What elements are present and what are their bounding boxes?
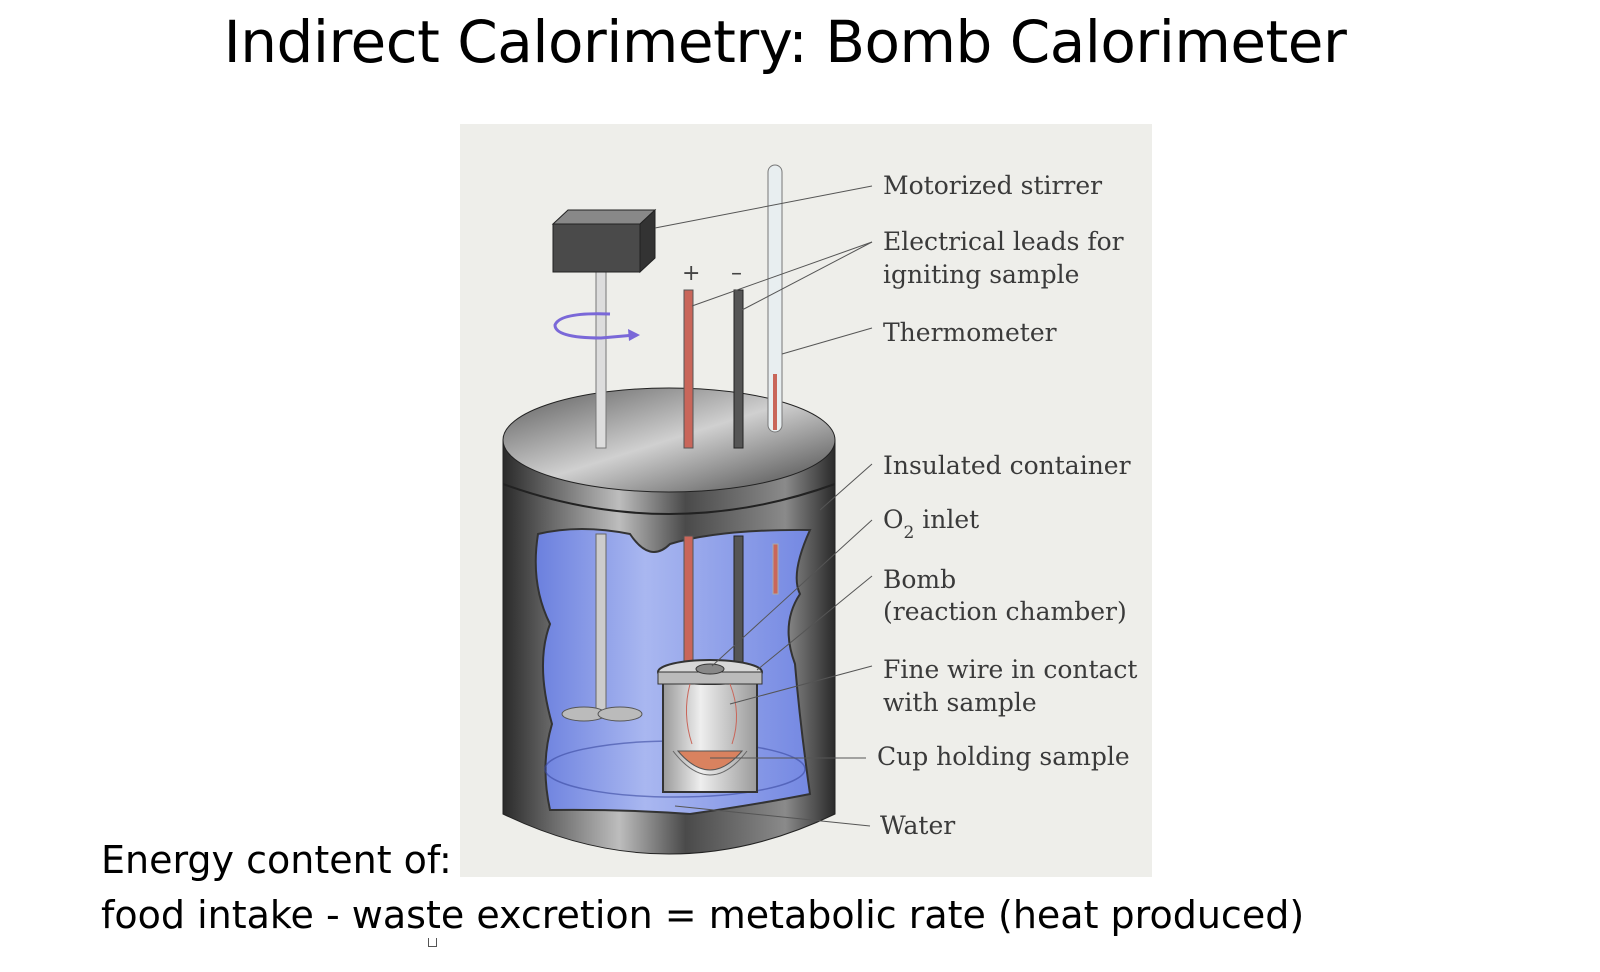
text-cursor-icon bbox=[428, 938, 437, 947]
bomb-calorimeter-diagram: + – Motorized stirrer Electrical leads f… bbox=[460, 124, 1152, 877]
label-motorized-stirrer: Motorized stirrer bbox=[883, 171, 1102, 200]
motorized-stirrer bbox=[551, 208, 657, 722]
caption-line-2: food intake - waste excretion = metaboli… bbox=[101, 893, 1305, 937]
label-water: Water bbox=[880, 811, 955, 840]
minus-sign: – bbox=[731, 261, 742, 286]
label-fine-wire-2: with sample bbox=[883, 688, 1037, 717]
plus-sign: + bbox=[682, 261, 700, 286]
label-cup-holding-sample: Cup holding sample bbox=[877, 742, 1130, 771]
leader-lines bbox=[654, 185, 873, 827]
label-thermometer: Thermometer bbox=[883, 318, 1057, 347]
label-o2-inlet: O2 inlet bbox=[883, 505, 979, 543]
negative-lead bbox=[733, 289, 744, 449]
slide-title: Indirect Calorimetry: Bomb Calorimeter bbox=[223, 8, 1347, 76]
label-bomb-2: (reaction chamber) bbox=[883, 597, 1127, 626]
positive-lead bbox=[683, 289, 694, 449]
caption-line-1: Energy content of: bbox=[101, 838, 452, 882]
bomb-reaction-chamber bbox=[657, 659, 763, 793]
label-electrical-leads-1: Electrical leads for bbox=[883, 227, 1124, 256]
label-electrical-leads-2: igniting sample bbox=[883, 260, 1079, 289]
label-bomb-1: Bomb bbox=[883, 565, 956, 594]
label-insulated-container: Insulated container bbox=[883, 451, 1131, 480]
thermometer bbox=[767, 164, 783, 595]
label-fine-wire-1: Fine wire in contact bbox=[883, 655, 1137, 684]
rotation-arrow-icon bbox=[553, 312, 636, 340]
